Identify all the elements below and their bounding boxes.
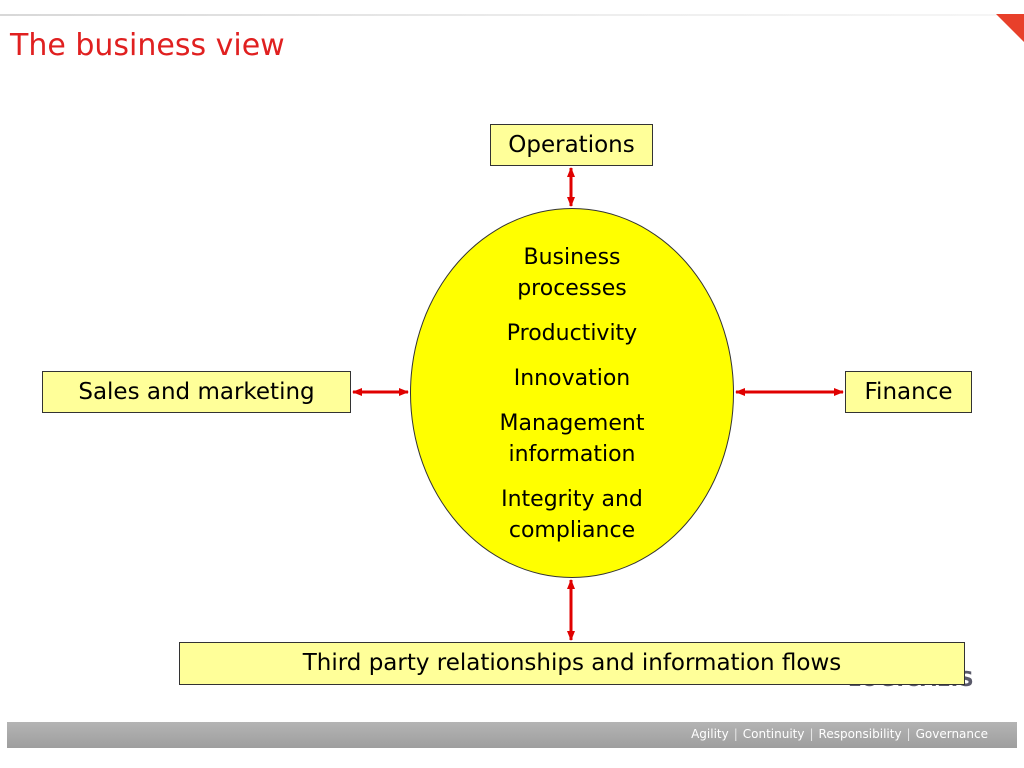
finance-box: Finance xyxy=(845,371,972,413)
top-rule xyxy=(0,14,1024,16)
center-item: Business processes xyxy=(410,242,734,304)
center-item-line: information xyxy=(508,442,636,467)
footer-tagline: Agility | Continuity | Responsibility | Govern… xyxy=(691,727,988,741)
slide-title: The business view xyxy=(10,28,285,63)
business-core-ellipse xyxy=(410,208,734,578)
center-item: Productivity xyxy=(410,318,734,349)
third-party-box: Third party relationships and informatio… xyxy=(179,642,965,685)
center-item-line: Productivity xyxy=(506,321,638,346)
tagline-separator: | xyxy=(733,727,738,741)
business-core-items: Business processes Productivity Innovati… xyxy=(410,242,734,560)
operations-box: Operations xyxy=(490,124,653,166)
center-item: Innovation xyxy=(410,363,734,394)
corner-accent-icon xyxy=(996,14,1024,42)
center-item-line: Management xyxy=(499,411,645,436)
footer-bar xyxy=(7,722,1017,748)
tagline-word: Agility xyxy=(691,727,729,741)
center-item: Integrity and compliance xyxy=(410,484,734,546)
tagline-separator: | xyxy=(906,727,911,741)
tagline-separator: | xyxy=(809,727,814,741)
center-item-line: compliance xyxy=(508,518,636,543)
sales-marketing-box: Sales and marketing xyxy=(42,371,351,413)
center-item-line: Innovation xyxy=(513,366,631,391)
tagline-word: Responsibility xyxy=(818,727,902,741)
tagline-word: Continuity xyxy=(742,727,805,741)
tagline-word: Governance xyxy=(915,727,988,741)
center-item-line: processes xyxy=(517,276,627,301)
center-item: Management information xyxy=(410,408,734,470)
center-item-line: Business xyxy=(523,245,621,270)
center-item-line: Integrity and xyxy=(501,487,643,512)
